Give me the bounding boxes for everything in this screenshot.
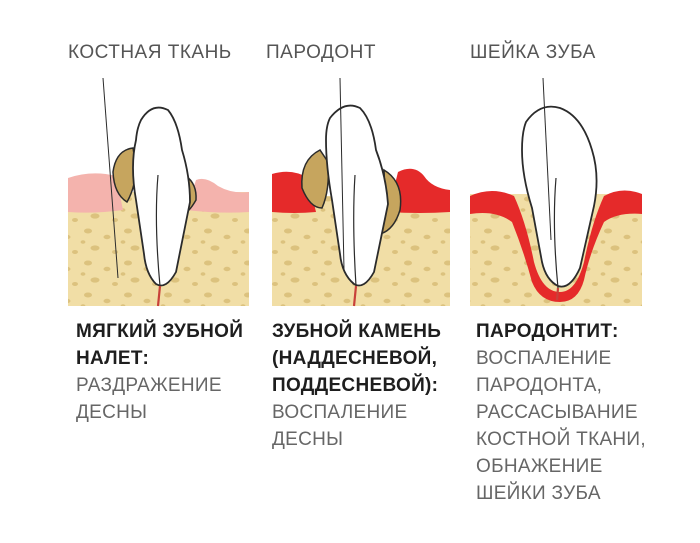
periodontium-pointer-line <box>339 77 345 271</box>
caption-title: ПАРОДОНТИТ: <box>476 321 619 342</box>
tartar <box>301 149 330 209</box>
inflamed-gum <box>470 190 642 302</box>
nerve <box>352 285 358 307</box>
caption-title: (НАДДЕСНЕВОЙ, <box>272 348 438 369</box>
caption-description: ВОСПАЛЕНИЕ <box>476 348 612 369</box>
caption-description: ШЕЙКИ ЗУБА <box>476 483 601 504</box>
caption-description: ДЕСНЫ <box>76 402 148 423</box>
caption-title: ПОДДЕСНЕВОЙ): <box>272 375 439 396</box>
bone-pointer-line <box>102 77 119 279</box>
nerve <box>555 287 560 301</box>
bone-tissue-label: КОСТНАЯ ТКАНЬ <box>68 42 232 63</box>
caption-title: ЗУБНОЙ КАМЕНЬ <box>272 321 442 342</box>
caption-description: КОСТНОЙ ТКАНИ, <box>476 429 646 450</box>
panel-soft-plaque <box>68 77 249 307</box>
healthy-gum-left <box>68 173 123 213</box>
inflamed-gum-right <box>388 168 450 213</box>
root-canal <box>353 174 357 287</box>
root-canal <box>155 174 161 287</box>
healthy-gum-right <box>186 178 249 213</box>
periodontium-label: ПАРОДОНТ <box>266 42 376 63</box>
caption-title: НАЛЕТ: <box>76 348 150 369</box>
tooth <box>132 106 191 287</box>
caption-tartar: ЗУБНОЙ КАМЕНЬ (НАДДЕСНЕВОЙ, ПОДДЕСНЕВОЙ)… <box>272 318 441 453</box>
caption-title: МЯГКИЙ ЗУБНОЙ <box>76 321 244 342</box>
panel-tartar <box>272 77 450 307</box>
nerve <box>156 285 162 307</box>
caption-periodontitis: ПАРОДОНТИТ: ВОСПАЛЕНИЕ ПАРОДОНТА, РАССАС… <box>476 318 646 507</box>
caption-description: ОБНАЖЕНИЕ <box>476 456 603 477</box>
tooth-neck-pointer-line <box>542 77 552 241</box>
caption-description: РАЗДРАЖЕНИЕ <box>76 375 222 396</box>
caption-description: ПАРОДОНТА, <box>476 375 603 396</box>
caption-description: РАССАСЫВАНИЕ <box>476 402 638 423</box>
caption-description: ВОСПАЛЕНИЕ <box>272 402 408 423</box>
tooth-neck-label: ШЕЙКА ЗУБА <box>470 42 596 63</box>
root-canal <box>553 177 559 289</box>
tooth <box>521 105 598 288</box>
caption-soft-plaque: МЯГКИЙ ЗУБНОЙ НАЛЕТ: РАЗДРАЖЕНИЕ ДЕСНЫ <box>76 318 243 426</box>
panel-periodontitis <box>470 77 642 306</box>
caption-description: ДЕСНЫ <box>272 429 344 450</box>
